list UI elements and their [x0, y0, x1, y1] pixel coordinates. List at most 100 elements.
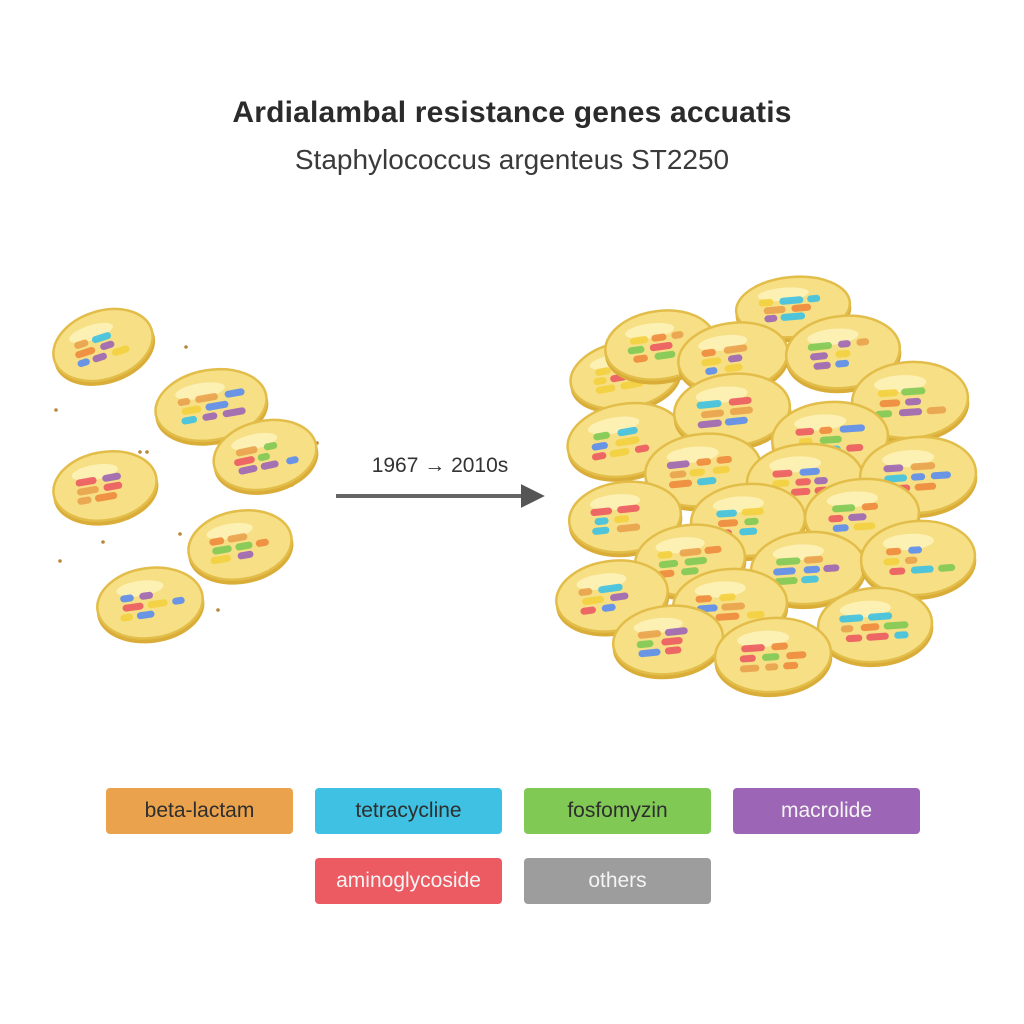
gene-segment: [74, 339, 89, 349]
debris-dot: [101, 540, 105, 544]
gene-segment: [728, 396, 752, 406]
gene-segment: [910, 462, 936, 471]
debris-dot: [178, 532, 182, 536]
gene-segment: [739, 527, 758, 536]
gene-segment: [846, 443, 864, 452]
gene-segment: [100, 340, 115, 351]
gene-segment: [286, 456, 299, 465]
bacterium-cell: [52, 307, 156, 386]
gene-segment: [636, 640, 654, 649]
gene-segment: [744, 517, 759, 526]
gene-segment: [91, 332, 112, 344]
gene-segment: [701, 357, 722, 367]
gene-segment: [739, 664, 760, 673]
gene-segment: [136, 610, 155, 620]
gene-segment: [717, 519, 739, 528]
debris-dot: [54, 408, 58, 412]
gene-segment: [616, 523, 641, 533]
gene-segment: [832, 524, 849, 532]
gene-segment: [195, 393, 218, 403]
gene-segment: [202, 412, 218, 421]
gene-segment: [828, 514, 844, 523]
bacterium-cell: [859, 519, 977, 601]
gene-segment: [839, 614, 864, 623]
gene-segment: [671, 331, 684, 339]
cell-cluster-2010s: [555, 275, 978, 698]
bacterium-cell: [187, 509, 294, 585]
gene-segment: [758, 298, 774, 307]
gene-segment: [263, 442, 278, 451]
gene-segment: [592, 526, 610, 535]
gene-segment: [237, 550, 254, 560]
gene-segment: [658, 559, 679, 569]
gene-segment: [930, 471, 951, 480]
gene-segment: [666, 460, 690, 469]
gene-segment: [908, 546, 923, 554]
gene-segment: [938, 564, 956, 572]
gene-segment: [591, 452, 607, 461]
debris-dot: [216, 608, 220, 612]
gene-segment: [77, 358, 90, 368]
gene-segment: [926, 406, 947, 415]
legend-macrolide: macrolide: [733, 788, 920, 834]
gene-segment: [595, 384, 616, 394]
gene-segment: [746, 610, 765, 619]
bacterium-cell: [96, 566, 205, 644]
gene-segment: [77, 496, 92, 505]
gene-segment: [853, 522, 876, 531]
gene-segment: [715, 612, 740, 621]
gene-segment: [763, 305, 786, 315]
gene-segment: [657, 550, 673, 559]
gene-segment: [591, 441, 608, 451]
gene-segment: [832, 504, 856, 513]
gene-segment: [654, 350, 676, 360]
gene-segment: [712, 465, 730, 474]
page-subtitle: Staphylococcus argenteus ST2250: [294, 144, 730, 175]
gene-segment: [845, 634, 863, 643]
gene-segment: [578, 587, 593, 596]
gene-segment: [649, 341, 673, 352]
gene-segment: [779, 296, 804, 305]
gene-segment: [819, 426, 833, 435]
gene-segment: [741, 644, 765, 653]
gene-segment: [723, 344, 748, 354]
gene-segment: [823, 564, 840, 572]
cell-group-1967: [52, 307, 319, 644]
gene-segment: [637, 630, 662, 639]
gene-segment: [139, 591, 154, 600]
gene-segment: [861, 502, 879, 511]
gene-segment: [799, 467, 820, 476]
gene-segment: [593, 431, 610, 441]
gene-segment: [147, 599, 168, 609]
gene-segment: [633, 354, 648, 363]
gene-segment: [593, 377, 607, 386]
gene-segment: [222, 407, 246, 418]
gene-segment: [739, 654, 756, 663]
legend-beta-lactam: beta-lactam: [106, 788, 293, 834]
gene-segment: [791, 303, 812, 312]
gene-segment: [762, 653, 780, 661]
gene-segment: [803, 565, 821, 574]
gene-segment: [786, 651, 807, 660]
gene-segment: [883, 621, 909, 630]
gene-segment: [664, 627, 688, 636]
gene-segment: [848, 513, 867, 522]
gene-segment: [856, 338, 870, 346]
gene-segment: [689, 468, 705, 477]
gene-segment: [627, 345, 645, 355]
gene-segment: [614, 515, 630, 524]
debris-dot: [184, 345, 188, 349]
gene-segment: [724, 416, 748, 426]
timeline-label: 1967 → 2010s: [371, 454, 509, 477]
gene-segment: [580, 606, 596, 615]
gene-segment: [120, 613, 133, 622]
gene-segment: [772, 479, 790, 488]
bacterium-cell: [52, 450, 159, 526]
debris-dot: [138, 450, 142, 454]
gene-segment: [669, 470, 687, 479]
gene-segment: [803, 555, 824, 564]
gene-segment: [92, 352, 107, 363]
gene-segment: [661, 637, 683, 646]
gene-segment: [235, 541, 253, 551]
gene-segment: [181, 405, 202, 415]
